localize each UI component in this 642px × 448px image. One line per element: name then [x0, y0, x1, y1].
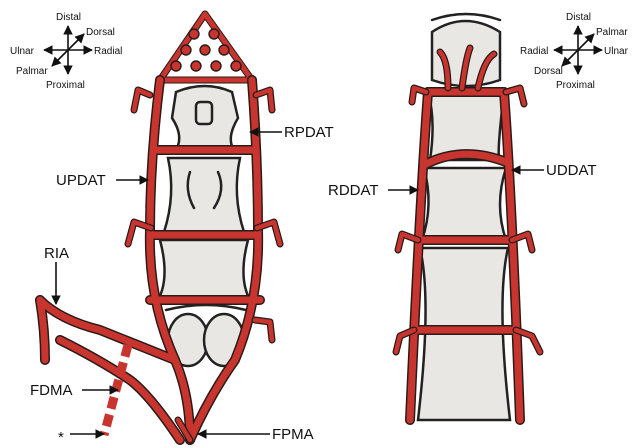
middle-phalanx-palmar: [164, 158, 244, 232]
compass-ulnar-label: Ulnar: [10, 46, 35, 57]
proximal-phalanx-palmar: [158, 240, 250, 300]
compass-proximal-label: Proximal: [46, 80, 85, 91]
compass-dorsal-label-right: Dorsal: [534, 66, 563, 77]
updat-label: UPDAT: [56, 172, 106, 189]
fpma-label: FPMA: [272, 426, 314, 443]
compass-palmar-label: Palmar: [16, 66, 48, 77]
compass-distal-label: Distal: [56, 12, 81, 23]
ria-label: RIA: [44, 245, 69, 262]
compass-radial-label: Radial: [94, 46, 122, 57]
fingertip-arterial-network: [160, 14, 252, 80]
asterisk-label: *: [58, 429, 64, 446]
dorsal-view-panel: Distal Proximal Radial Ulnar Palmar Dors…: [328, 12, 629, 420]
dorsal-middle-segment: [422, 168, 506, 240]
rddat-label: RDDAT: [328, 182, 379, 199]
rpdat-label: RPDAT: [284, 124, 334, 141]
compass-distal-label-right: Distal: [566, 12, 591, 23]
metacarpal-head-outline: [166, 305, 246, 310]
fdma-label: FDMA: [30, 382, 73, 399]
palmar-view-panel: Distal Proximal Ulnar Radial Dorsal Palm…: [10, 12, 334, 446]
uddat-label: UDDAT: [546, 162, 597, 179]
compass-radial-label-right: Radial: [520, 46, 548, 57]
compass-ulnar-label-right: Ulnar: [604, 46, 629, 57]
nail-fold: [432, 14, 500, 20]
compass-palmar-label-right: Palmar: [596, 27, 628, 38]
dorsal-compass: Distal Proximal Radial Ulnar Palmar Dors…: [520, 12, 629, 91]
compass-dorsal-label: Dorsal: [86, 27, 115, 38]
compass-proximal-label-right: Proximal: [556, 80, 595, 91]
distal-phalanx-palmar: [172, 86, 238, 150]
palmar-compass: Distal Proximal Ulnar Radial Dorsal Palm…: [10, 12, 122, 91]
palmar-phalanges: [158, 86, 250, 366]
